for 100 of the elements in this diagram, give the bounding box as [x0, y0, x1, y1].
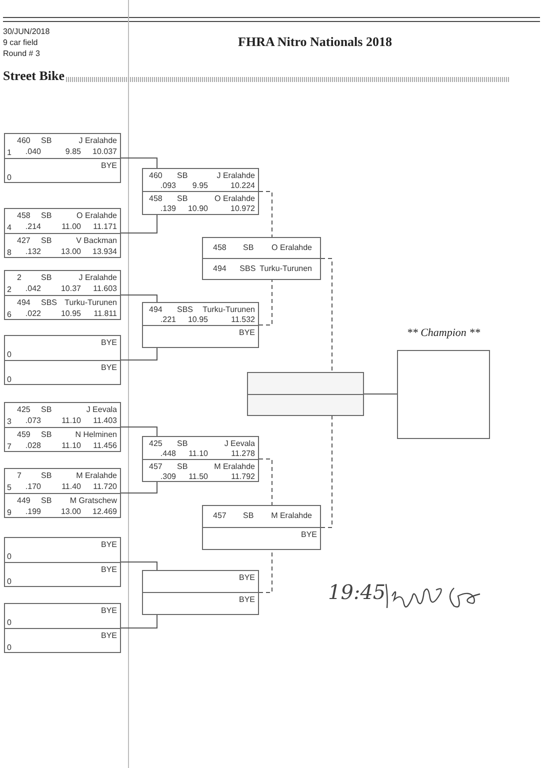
bracket-connector [120, 562, 158, 570]
bye-label: BYE [100, 539, 117, 550]
class-code: SB [243, 510, 254, 521]
car-number: 425 [17, 404, 32, 415]
class-code: SB [41, 404, 52, 415]
racer-name: O Eralahde [214, 193, 255, 204]
bye-label: BYE [100, 160, 117, 170]
lane-row [247, 394, 364, 416]
elapsed-time: 11.792 [231, 470, 255, 482]
dial-in: 11.00 [62, 221, 81, 232]
car-number: 460 [149, 170, 164, 181]
racer-name: Turku-Turunen [64, 296, 117, 308]
title: FHRA Nitro Nationals 2018 [237, 34, 393, 50]
class-code: SB [177, 438, 188, 449]
racer-name: J Eralahde [78, 135, 117, 146]
seed-number: 0 [7, 551, 12, 562]
elapsed-time: 11.403 [93, 415, 117, 426]
class-code: SB [177, 460, 188, 472]
class-code: SB [41, 470, 52, 481]
bracket-connector [120, 158, 158, 168]
reaction-time: .221 [160, 314, 176, 325]
elapsed-time: 11.811 [94, 308, 117, 318]
matchup-box [4, 603, 121, 653]
bye-label: BYE [300, 529, 317, 540]
class-code: SB [177, 193, 188, 204]
seed-number: 1 [7, 147, 12, 158]
racer-name: Turku-Turunen [258, 263, 312, 274]
car-number: 458 [149, 193, 164, 204]
elapsed-time: 10.972 [230, 203, 255, 214]
bye-label: BYE [100, 362, 117, 372]
dial-in: 13.00 [60, 506, 81, 516]
class-code: SB [41, 210, 52, 221]
dial-in: 11.40 [62, 481, 81, 492]
racer-name: M Gratschew [68, 494, 117, 506]
dial-in: 11.10 [188, 448, 208, 459]
bracket-connector [320, 258, 332, 372]
bracket-connector [320, 416, 332, 528]
car-number: 457 [149, 460, 164, 472]
lane-row [247, 372, 364, 394]
bye-label: BYE [238, 572, 255, 583]
car-number: 494 [213, 263, 228, 274]
reaction-time: .448 [160, 448, 176, 459]
elapsed-time: 11.720 [93, 481, 117, 492]
elapsed-time: 11.278 [231, 448, 255, 459]
matchup-box [4, 537, 121, 587]
racer-name: J Eralahde [78, 272, 117, 283]
dial-in: 9.95 [192, 180, 208, 191]
reaction-time: .073 [25, 415, 41, 426]
matchup-box [142, 570, 259, 615]
bracket-connector [120, 482, 158, 494]
matchup-box [202, 505, 321, 550]
car-number: 494 [17, 296, 32, 308]
bracket-connector [120, 214, 158, 234]
racer-name: M Eralahde [270, 510, 312, 521]
bye-label: BYE [100, 564, 117, 574]
reaction-time: .170 [25, 481, 41, 492]
car-number: 458 [17, 210, 32, 221]
matchup-box [4, 335, 121, 385]
dial-in: 10.90 [188, 203, 208, 214]
matchup-box [4, 468, 121, 518]
seed-number: 0 [7, 576, 12, 586]
dial-in: 11.10 [62, 440, 81, 450]
bracket-connector [258, 458, 272, 506]
matchup-box [142, 168, 259, 215]
car-number: 7 [17, 470, 22, 481]
matchup-box [4, 402, 121, 452]
car-number: 2 [17, 272, 22, 283]
seed-number: 0 [7, 349, 12, 360]
seed-number: 2 [7, 284, 12, 295]
racer-name: Turku-Turunen [202, 304, 255, 315]
car-number: 425 [149, 438, 164, 449]
bye-label: BYE [238, 594, 255, 605]
class-code: SBS [177, 304, 194, 315]
racer-name: N Helminen [74, 428, 117, 440]
seed-number: 9 [7, 506, 12, 518]
elapsed-time: 11.171 [93, 221, 117, 232]
class-code: SBS [41, 296, 58, 308]
class-code: SBS [240, 263, 256, 274]
elapsed-time: 11.456 [93, 440, 117, 450]
car-number: 458 [213, 242, 228, 253]
car-number: 457 [213, 510, 228, 521]
seed-number: 5 [7, 482, 12, 493]
elapsed-time: 12.469 [92, 506, 117, 516]
date-text: 30/JUN/2018 [3, 26, 50, 37]
class-code: SB [41, 234, 52, 246]
seed-number: 0 [7, 172, 12, 182]
reaction-time: .139 [160, 203, 176, 214]
bracket-connector [258, 550, 272, 593]
dial-in: 10.95 [60, 308, 81, 318]
bye-label: BYE [100, 630, 117, 640]
bracket-connector [120, 614, 158, 628]
reaction-time: .022 [25, 308, 41, 318]
elapsed-time: 13.934 [92, 246, 117, 256]
matchup-box [4, 133, 121, 183]
reaction-time: .199 [25, 506, 41, 516]
matchup-box [142, 436, 259, 482]
seed-number: 4 [7, 222, 12, 233]
seed-number: 3 [7, 416, 12, 427]
matchup-box [202, 237, 321, 280]
reaction-time: .309 [160, 470, 176, 482]
